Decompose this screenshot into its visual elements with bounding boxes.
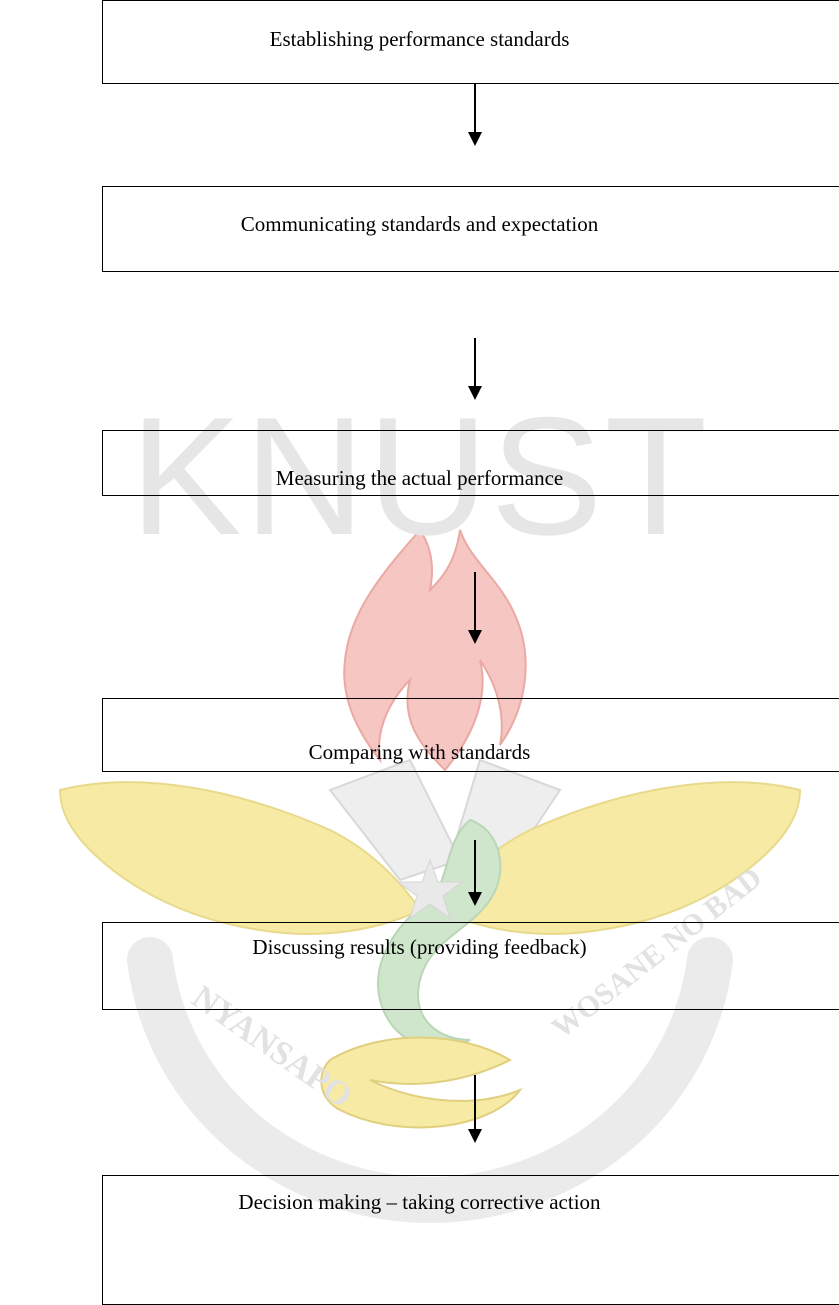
step-box-5	[102, 922, 839, 1010]
step-label-4: Comparing with standards	[308, 740, 531, 764]
flame-shape	[343, 528, 527, 772]
step-label-2: Communicating standards and expectation	[240, 212, 599, 236]
arrow-3-down-icon	[468, 572, 482, 644]
crest-ring	[127, 937, 733, 1224]
arrow-4-down-icon	[468, 840, 482, 906]
step-label-6: Decision making – taking corrective acti…	[238, 1190, 601, 1214]
arrow-2-down-icon	[468, 338, 482, 400]
step-box-2	[102, 186, 839, 272]
star-shape	[396, 858, 464, 920]
step-label-3: Measuring the actual performance	[275, 466, 564, 490]
left-wing	[58, 781, 422, 935]
arrow-1-down-icon	[468, 84, 482, 146]
right-wing	[438, 781, 802, 935]
step-label-5: Discussing results (providing feedback)	[252, 935, 587, 959]
step-box-4	[102, 698, 839, 772]
step-box-1	[102, 0, 839, 84]
crest-knot	[320, 1036, 523, 1129]
step-box-3	[102, 430, 839, 496]
watermark-text: KNUST	[129, 382, 710, 570]
step-label-1: Establishing performance standards	[269, 27, 570, 51]
arrow-5-down-icon	[468, 1075, 482, 1143]
